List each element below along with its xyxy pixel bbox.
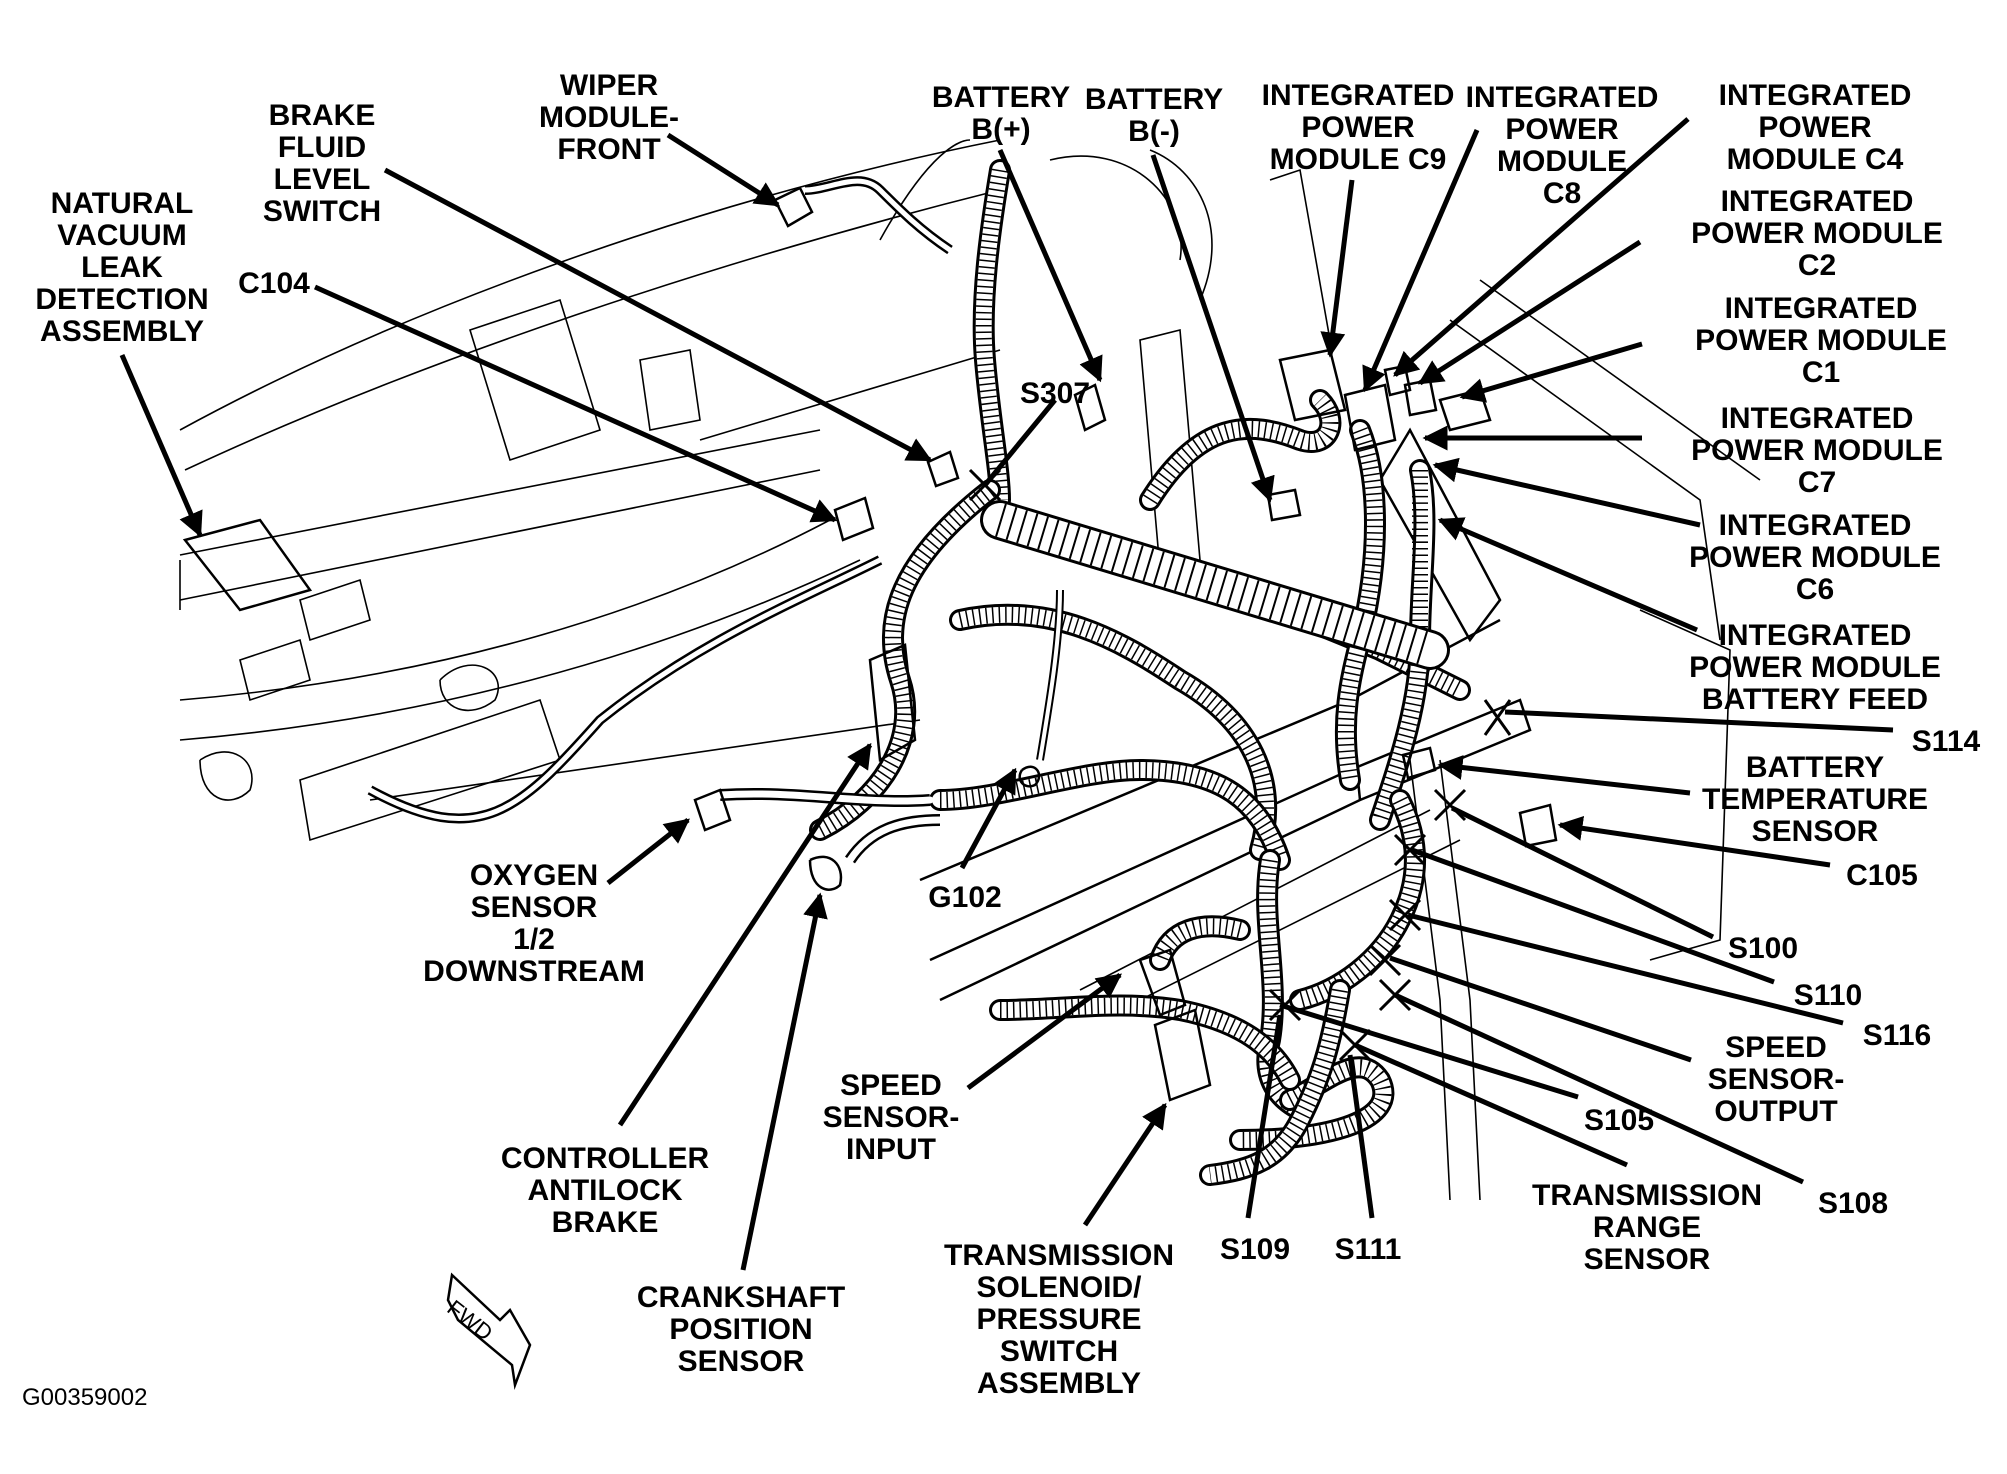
figure-id: G00359002 bbox=[22, 1384, 148, 1411]
leader-lines bbox=[119, 117, 1894, 1271]
label-ipm-battery-feed: INTEGRATED POWER MODULE BATTERY FEED bbox=[1689, 619, 1941, 716]
label-transmission-solenoid-assembly: TRANSMISSION SOLENOID/ PRESSURE SWITCH A… bbox=[943, 1239, 1175, 1400]
label-g102: G102 bbox=[928, 881, 1002, 914]
wiper-connector bbox=[773, 186, 814, 228]
label-s110: S110 bbox=[1793, 979, 1863, 1012]
splice-marks bbox=[968, 468, 1512, 1062]
label-s116: S116 bbox=[1862, 1019, 1932, 1052]
wiring-harness bbox=[367, 159, 1471, 1186]
vehicle-body-outline bbox=[179, 139, 1761, 1201]
battery-pos-terminal bbox=[1073, 383, 1107, 432]
label-c104: C104 bbox=[238, 267, 310, 300]
label-s114: S114 bbox=[1911, 725, 1981, 758]
label-battery-positive: BATTERY B(+) bbox=[931, 81, 1071, 146]
label-ipm-c1: INTEGRATED POWER MODULE C1 bbox=[1695, 292, 1947, 389]
label-s307: S307 bbox=[1019, 377, 1091, 410]
label-c105: C105 bbox=[1846, 859, 1918, 892]
label-s111: S111 bbox=[1334, 1233, 1402, 1266]
label-s105: S105 bbox=[1583, 1104, 1655, 1137]
label-ipm-c7: INTEGRATED POWER MODULE C7 bbox=[1691, 402, 1943, 499]
fwd-arrow-icon bbox=[446, 1272, 532, 1390]
label-s109: S109 bbox=[1219, 1233, 1291, 1266]
abs-controller bbox=[868, 643, 917, 763]
ipm-connector-c9 bbox=[1278, 348, 1347, 422]
c105-connector bbox=[1518, 803, 1558, 848]
label-crankshaft-position-sensor: CRANKSHAFT POSITION SENSOR bbox=[636, 1281, 846, 1378]
label-ipm-c4: INTEGRATED POWER MODULE C4 bbox=[1718, 79, 1912, 176]
label-battery-negative: BATTERY B(-) bbox=[1084, 83, 1224, 148]
label-ipm-c9: INTEGRATED POWER MODULE C9 bbox=[1261, 79, 1455, 176]
crankshaft-sensor-connector bbox=[808, 855, 843, 891]
label-transmission-range-sensor: TRANSMISSION RANGE SENSOR bbox=[1531, 1179, 1763, 1276]
label-wiper-module-front: WIPER MODULE- FRONT bbox=[539, 69, 679, 166]
transmission-solenoid-connector bbox=[1153, 1008, 1212, 1102]
label-battery-temperature-sensor: BATTERY TEMPERATURE SENSOR bbox=[1701, 751, 1929, 848]
label-s100: S100 bbox=[1727, 932, 1799, 965]
label-brake-fluid-level-switch: BRAKE FLUID LEVEL SWITCH bbox=[262, 99, 382, 228]
label-s108: S108 bbox=[1817, 1187, 1889, 1220]
vacuum-leak-detection-module bbox=[182, 518, 313, 612]
c104-connector bbox=[833, 496, 875, 542]
battery-neg-terminal bbox=[1266, 488, 1302, 522]
label-oxygen-sensor-downstream: OXYGEN SENSOR 1/2 DOWNSTREAM bbox=[423, 859, 645, 988]
ipm-connector-c2 bbox=[1403, 378, 1438, 417]
brake-fluid-switch-connector bbox=[926, 450, 960, 488]
label-ipm-c6: INTEGRATED POWER MODULE C6 bbox=[1689, 509, 1941, 606]
oxygen-sensor-connector bbox=[693, 788, 732, 832]
label-speed-sensor-input: SPEED SENSOR- INPUT bbox=[822, 1069, 960, 1166]
label-speed-sensor-output: SPEED SENSOR- OUTPUT bbox=[1707, 1031, 1845, 1128]
label-ipm-c8: INTEGRATED POWER MODULE C8 bbox=[1465, 81, 1659, 210]
label-ipm-c2: INTEGRATED POWER MODULE C2 bbox=[1691, 185, 1943, 282]
label-natural-vacuum-leak-detection: NATURAL VACUUM LEAK DETECTION ASSEMBLY bbox=[35, 187, 209, 348]
battery-temp-sensor-connector bbox=[1401, 746, 1437, 780]
ground-terminal bbox=[1018, 765, 1041, 788]
label-controller-antilock-brake: CONTROLLER ANTILOCK BRAKE bbox=[500, 1142, 710, 1239]
speed-sensor-input-connector bbox=[1138, 948, 1187, 1017]
